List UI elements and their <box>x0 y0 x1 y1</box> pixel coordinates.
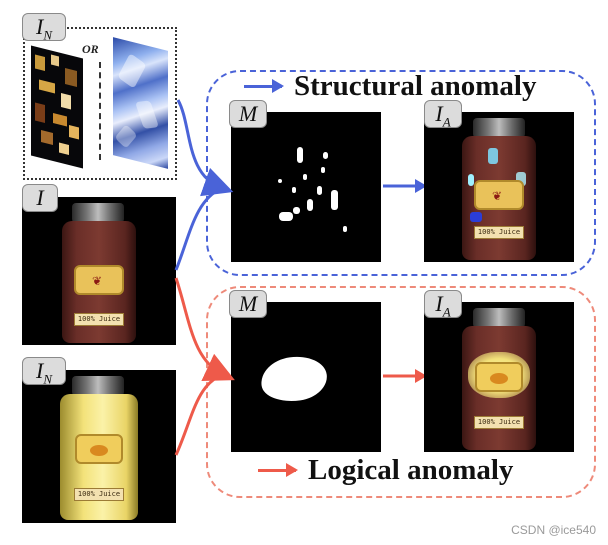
structural-anomaly-tag: IA <box>424 100 462 128</box>
juice-label-2: 100% Juice <box>74 488 124 501</box>
input-to-logical-arrow <box>174 277 235 381</box>
logical-anomaly-tag: IA <box>424 290 462 318</box>
input-image-symbol: I <box>36 185 44 210</box>
watermark: CSDN @ice540 <box>511 523 596 537</box>
logical-mask-image <box>231 302 381 452</box>
normal-image-tag-bottom: IN <box>22 357 66 385</box>
normal-jar-image: 100% Juice <box>22 370 176 523</box>
logical-anomaly-heading: Logical anomaly <box>258 454 513 487</box>
logical-anomaly-box <box>206 286 596 498</box>
mask-symbol-2: M <box>238 291 258 316</box>
mango-icon-2 <box>490 373 508 384</box>
input-image-tag: I <box>22 184 58 212</box>
logical-mask-to-anomaly-arrow <box>383 369 427 383</box>
anomaly-subscript-2: A <box>442 304 451 320</box>
anomaly-symbol: I <box>435 101 443 126</box>
normal-image-subscript-2: N <box>43 371 52 387</box>
cherry-icon: ❦ <box>92 274 103 288</box>
mask-symbol: M <box>238 101 258 126</box>
texture-source-box <box>23 27 177 180</box>
juice-label-4: 100% Juice <box>474 416 524 429</box>
normal-to-logical-arrow <box>174 373 223 456</box>
anomaly-symbol-2: I <box>435 291 443 316</box>
mango-icon <box>90 445 108 456</box>
structural-heading-arrow <box>244 78 284 93</box>
cherry-icon-2: ❦ <box>492 189 503 203</box>
or-label: OR <box>82 42 99 56</box>
texture-to-mask-arrow <box>176 99 234 197</box>
structural-mask-to-anomaly-arrow <box>383 179 427 193</box>
normal-image-tag-top: IN <box>22 13 66 41</box>
logical-anomaly-jar-image: 100% Juice <box>424 302 574 452</box>
juice-label-3: 100% Juice <box>474 226 524 239</box>
normal-image-symbol-2: I <box>36 358 44 383</box>
structural-anomaly-jar-image: ❦ 100% Juice <box>424 112 574 262</box>
logical-anomaly-title: Logical anomaly <box>308 454 514 486</box>
structural-anomaly-heading: Structural anomaly <box>244 70 536 103</box>
or-divider <box>99 62 101 160</box>
structural-mask-image <box>231 112 381 262</box>
juice-label: 100% Juice <box>74 313 124 326</box>
input-to-structural-arrow <box>174 186 223 271</box>
anomaly-subscript: A <box>442 114 451 130</box>
logical-mask-tag: M <box>229 290 267 318</box>
input-jar-image: ❦ 100% Juice <box>22 197 176 345</box>
structural-mask-tag: M <box>229 100 267 128</box>
normal-image-subscript: N <box>43 27 52 43</box>
logical-heading-arrow <box>258 462 298 477</box>
normal-image-symbol: I <box>36 14 44 39</box>
structural-anomaly-title: Structural anomaly <box>294 70 537 102</box>
